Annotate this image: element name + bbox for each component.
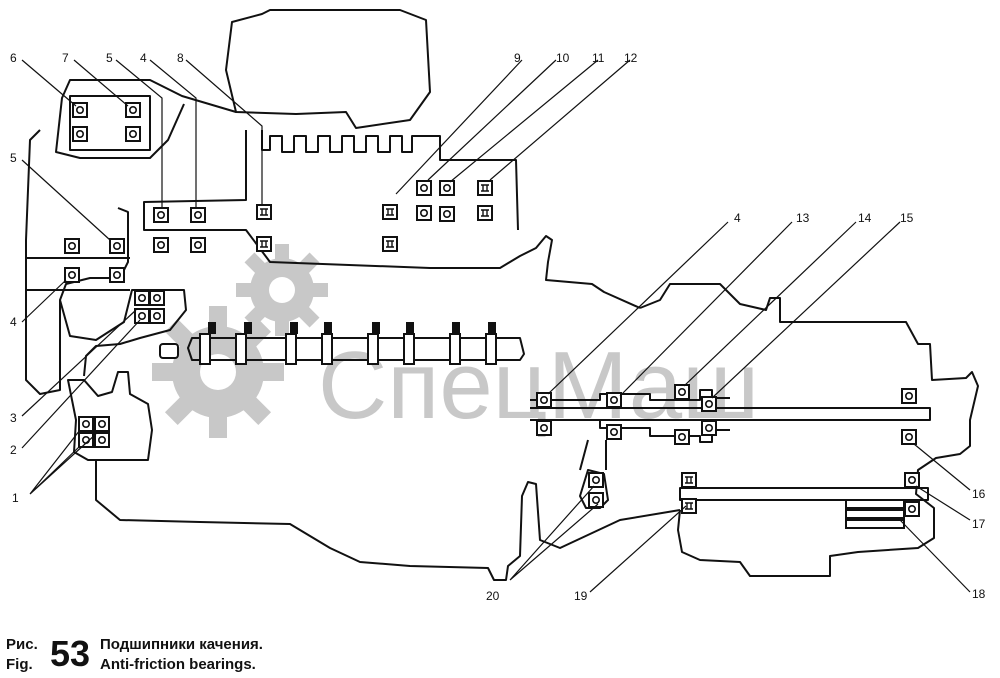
bearing-mark [382,236,398,252]
bearing-mark [256,204,272,220]
callout-label: 18 [972,587,986,601]
bearing-mark [416,180,432,196]
bearing-mark [904,501,920,517]
bearing-mark [606,424,622,440]
bearing-mark [109,238,125,254]
bearing-mark [674,384,690,400]
bearing-mark [125,102,141,118]
bearing-mark [674,429,690,445]
bearing-mark [901,429,917,445]
callout-label: 5 [106,51,113,65]
bearing-mark [134,290,150,306]
callout-label: 3 [10,411,17,425]
bearing-mark [416,205,432,221]
bearing-mark [153,207,169,223]
camshaft-bearing-pins [208,322,496,334]
callout-label: 10 [556,51,570,65]
callout-label: 6 [10,51,17,65]
callout-label: 15 [900,211,914,225]
bearing-mark [64,267,80,283]
callout-label: 16 [972,487,986,501]
figure-caption: Рис. Fig. 53 Подшипники качения. Anti-fr… [6,633,606,676]
callout-label: 4 [140,51,147,65]
bearing-mark [125,126,141,142]
callout-label: 5 [10,151,17,165]
watermark-gear-small-icon [236,244,328,336]
bearing-mark [190,207,206,223]
bearing-mark [149,290,165,306]
callout-label: 1 [12,491,19,505]
bearing-mark [153,237,169,253]
bearing-mark [536,420,552,436]
callout-label: 20 [486,589,500,603]
bearing-mark [904,472,920,488]
bearing-mark [134,308,150,324]
bearing-mark [681,498,697,514]
callout-label: 17 [972,517,986,531]
figure-title-ru: Подшипники качения. [100,636,263,653]
bearing-mark [382,204,398,220]
bearing-mark [588,492,604,508]
bearing-mark [701,420,717,436]
figure-prefix-ru: Рис. [6,636,38,653]
bearing-mark [72,126,88,142]
bearing-mark [606,392,622,408]
callout-label: 4 [10,315,17,329]
callout-label: 7 [62,51,69,65]
callout-label: 13 [796,211,810,225]
watermark-gear-large-icon [152,306,284,438]
bearing-mark [64,238,80,254]
callout-label: 19 [574,589,588,603]
bearing-mark [109,267,125,283]
leader-lines [21,59,971,593]
bearing-mark [536,392,552,408]
callout-label: 8 [177,51,184,65]
bearing-mark [477,205,493,221]
housing-outline [25,9,979,581]
bearing-mark [477,180,493,196]
callout-label: 9 [514,51,521,65]
callout-label: 4 [734,211,741,225]
bearing-mark [681,472,697,488]
callout-label: 12 [624,51,638,65]
bearing-mark [701,396,717,412]
figure-prefix-en: Fig. [6,656,33,673]
bearing-mark [94,432,110,448]
bearing-mark [256,236,272,252]
bearing-mark [78,432,94,448]
needle-bearing-stack [845,499,905,529]
bearing-mark [190,237,206,253]
bearing-mark [901,388,917,404]
bearing-mark [439,180,455,196]
callout-label: 14 [858,211,872,225]
bearing-mark [78,416,94,432]
callout-label: 11 [592,51,605,65]
callout-labels: 6 7 5 4 8 9 10 11 12 5 4 3 2 1 4 13 14 1… [10,51,986,603]
bearings [64,102,920,517]
bearing-mark [588,472,604,488]
bearing-mark [94,416,110,432]
callout-label: 2 [10,443,17,457]
bearing-mark [439,206,455,222]
bearing-mark [149,308,165,324]
figure-title-en: Anti-friction bearings. [100,656,256,673]
figure-number: 53 [50,633,91,674]
